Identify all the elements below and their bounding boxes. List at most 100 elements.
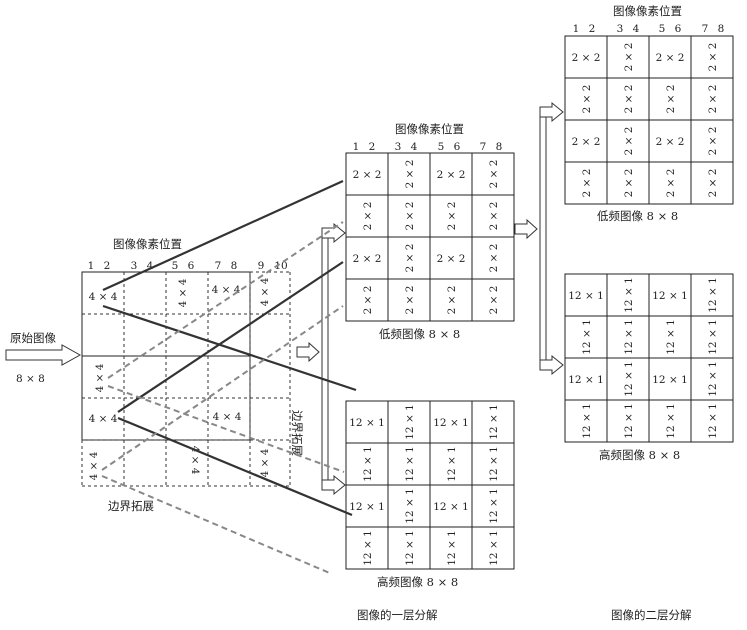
block-label: 2 × 2 xyxy=(656,52,685,64)
block-label: 2 × 2 xyxy=(623,43,635,72)
block-label: 2 × 2 xyxy=(353,253,382,265)
low-freq-l1-column-ticks: 1 2 3 4 5 6 7 8 xyxy=(353,141,503,153)
block-label: 12 × 1 xyxy=(446,530,458,566)
high-freq-caption-l2: 高频图像 8 × 8 xyxy=(599,448,680,462)
pixel-position-label-original: 图像像素位置 xyxy=(113,237,182,251)
tick-label: 5 xyxy=(659,23,666,35)
block-label: 2 × 2 xyxy=(404,202,416,231)
block-label: 2 × 2 xyxy=(437,253,466,265)
tick-label: 4 xyxy=(411,141,418,153)
block-label: 12 × 1 xyxy=(349,501,385,513)
input-arrow xyxy=(5,344,82,366)
block-label: 2 × 2 xyxy=(665,169,677,198)
block-label: 12 × 1 xyxy=(568,374,604,386)
block-label: 12 × 1 xyxy=(652,290,688,302)
block-label: 4 × 4 xyxy=(177,278,189,307)
tick-label: 2 xyxy=(104,260,111,272)
block-label: 2 × 2 xyxy=(446,202,458,231)
tick-label: 8 xyxy=(496,141,503,153)
block-label: 12 × 1 xyxy=(404,446,416,482)
block-label: 2 × 2 xyxy=(656,136,685,148)
block-label: 12 × 1 xyxy=(362,446,374,482)
block-label: 12 × 1 xyxy=(707,403,719,439)
mapping-lines-solid xyxy=(102,179,357,517)
pixel-position-label-l1: 图像像素位置 xyxy=(395,122,464,136)
tick-label: 5 xyxy=(172,260,179,272)
tick-label: 7 xyxy=(702,23,709,35)
block-label: 2 × 2 xyxy=(488,286,500,315)
tick-label: 2 xyxy=(589,23,596,35)
tick-label: 6 xyxy=(188,260,195,272)
block-label: 12 × 1 xyxy=(581,403,593,439)
block-label: 2 × 2 xyxy=(707,85,719,114)
tick-label: 1 xyxy=(88,260,95,272)
original-size-label: 8 × 8 xyxy=(16,373,45,385)
tick-label: 8 xyxy=(718,23,725,35)
block-label: 4 × 4 xyxy=(259,277,271,306)
tick-label: 7 xyxy=(215,260,222,272)
block-label: 12 × 1 xyxy=(568,290,604,302)
block-label: 12 × 1 xyxy=(488,530,500,566)
block-label: 2 × 2 xyxy=(404,244,416,273)
block-label: 2 × 2 xyxy=(446,286,458,315)
high-freq-caption-l1: 高频图像 8 × 8 xyxy=(377,575,458,589)
block-label: 12 × 1 xyxy=(404,530,416,566)
tick-label: 1 xyxy=(353,141,360,153)
tick-label: 10 xyxy=(274,260,287,272)
tick-label: 6 xyxy=(675,23,682,35)
block-label: 2 × 2 xyxy=(665,85,677,114)
tick-label: 1 xyxy=(573,23,580,35)
block-label: 12 × 1 xyxy=(349,417,385,429)
block-label: 12 × 1 xyxy=(623,403,635,439)
low-freq-caption-l2: 低频图像 8 × 8 xyxy=(597,209,678,223)
low-freq-grid-l2 xyxy=(564,35,734,205)
low-freq-l2-column-ticks: 1 2 3 4 5 6 7 8 xyxy=(573,23,725,35)
block-label: 4 × 4 xyxy=(89,413,118,425)
mapping-lines-dashed xyxy=(101,221,345,575)
boundary-extension-label-bottom: 边界拓展 xyxy=(108,499,154,513)
tick-label: 4 xyxy=(633,23,640,35)
tick-label: 3 xyxy=(617,23,624,35)
block-label: 4 × 4 xyxy=(189,446,201,475)
pixel-position-label-l2: 图像像素位置 xyxy=(613,4,682,18)
block-label: 4 × 4 xyxy=(213,411,242,423)
block-label: 2 × 2 xyxy=(362,286,374,315)
block-label: 2 × 2 xyxy=(623,169,635,198)
block-label: 2 × 2 xyxy=(707,43,719,72)
block-label: 2 × 2 xyxy=(488,202,500,231)
block-label: 4 × 4 xyxy=(259,448,271,477)
block-label: 12 × 1 xyxy=(433,501,469,513)
block-label: 12 × 1 xyxy=(665,319,677,355)
tick-label: 3 xyxy=(395,141,402,153)
block-label: 12 × 1 xyxy=(362,530,374,566)
low-freq-l1-cells: 2 × 2 2 × 2 2 × 2 2 × 2 2 × 2 2 × 2 2 × 2 2 × 2… xyxy=(353,160,500,315)
block-label: 2 × 2 xyxy=(707,127,719,156)
block-label: 12 × 1 xyxy=(581,319,593,355)
block-label: 2 × 2 xyxy=(581,85,593,114)
block-label: 12 × 1 xyxy=(433,417,469,429)
original-grid-cell-labels: 4 × 4 4 × 4 4 × 4 4 × 4 4 × 4 4 × 4 4 × … xyxy=(88,277,271,480)
block-label: 2 × 2 xyxy=(623,127,635,156)
block-label: 2 × 2 xyxy=(488,244,500,273)
block-label: 2 × 2 xyxy=(572,52,601,64)
block-label: 12 × 1 xyxy=(488,404,500,440)
block-label: 12 × 1 xyxy=(404,404,416,440)
second-level-splitter xyxy=(514,101,564,376)
boundary-extension-label-vertical: 边界拓展 xyxy=(290,410,304,456)
block-label: 2 × 2 xyxy=(581,169,593,198)
block-label: 12 × 1 xyxy=(446,446,458,482)
block-label: 4 × 4 xyxy=(88,451,100,480)
tick-label: 3 xyxy=(131,260,138,272)
block-label: 12 × 1 xyxy=(652,374,688,386)
block-label: 12 × 1 xyxy=(707,277,719,313)
tick-label: 9 xyxy=(258,260,265,272)
tick-label: 7 xyxy=(480,141,487,153)
high-freq-l1-cells: 12 × 1 12 × 1 12 × 1 12 × 1 12 × 1 12 × 1 12 ×… xyxy=(349,404,500,566)
block-label: 12 × 1 xyxy=(623,361,635,397)
block-label: 12 × 1 xyxy=(488,488,500,524)
block-label: 2 × 2 xyxy=(404,286,416,315)
tick-label: 2 xyxy=(369,141,376,153)
block-label: 12 × 1 xyxy=(623,277,635,313)
